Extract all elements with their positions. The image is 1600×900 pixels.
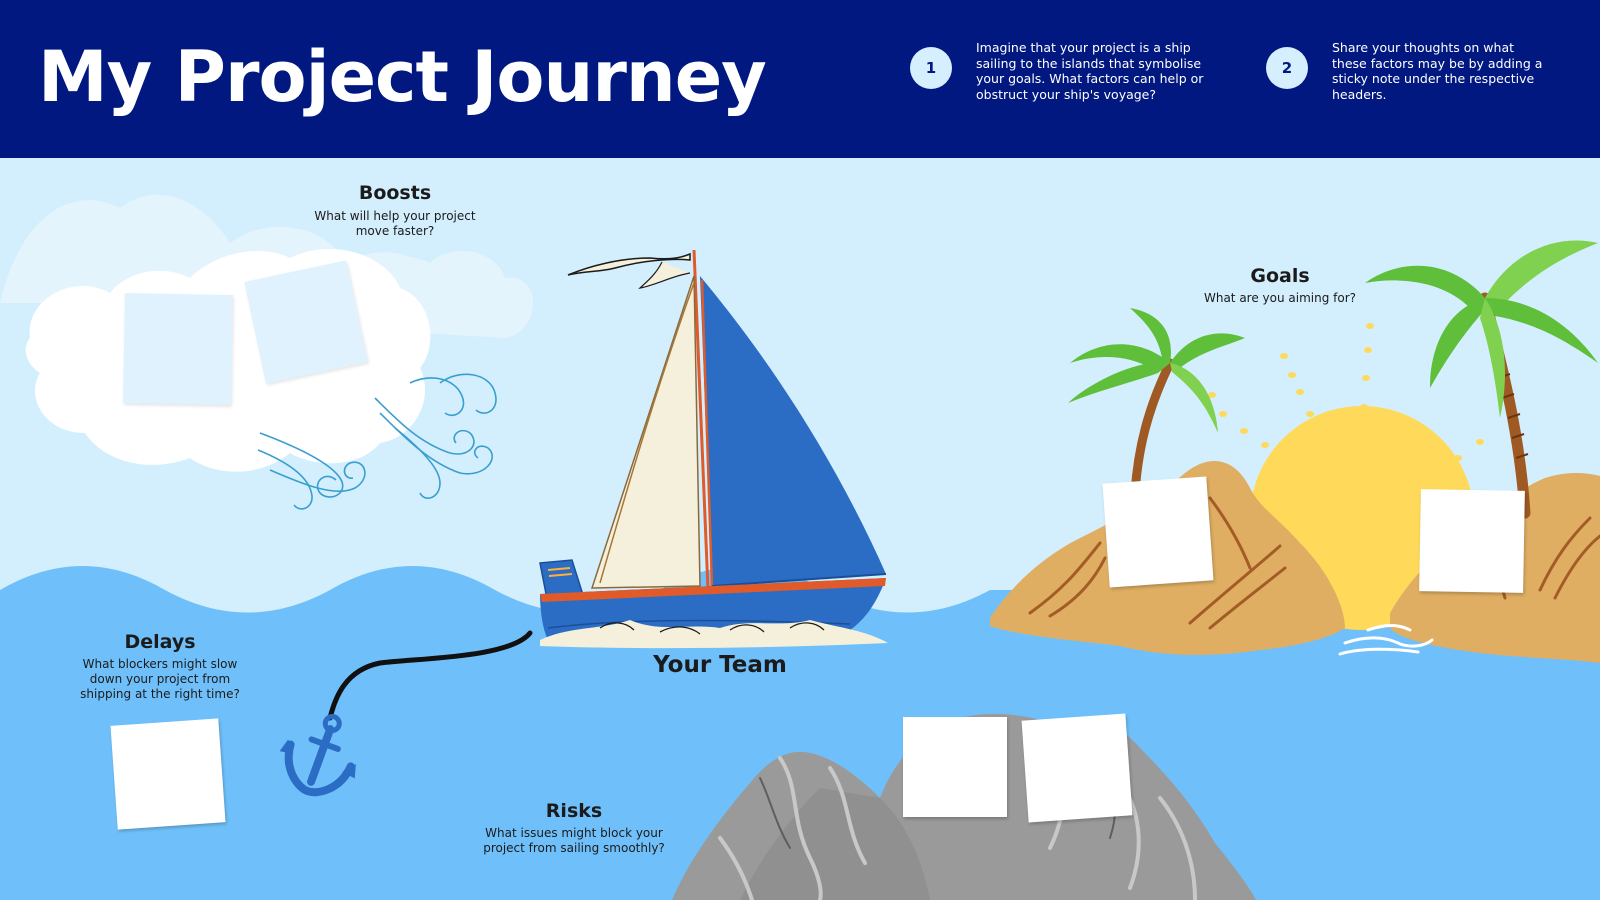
sun-rays [1208,323,1484,461]
step-1-badge: 1 [910,47,952,89]
step-2-text: Share your thoughts on what these factor… [1332,40,1543,102]
anchor-rope [327,630,533,721]
palm-tree-icon [1365,240,1598,519]
sticky-note-risk-2[interactable] [1021,713,1133,823]
step-2-badge: 2 [1266,47,1308,89]
wave-marks [1338,624,1434,656]
delays-subtitle: What blockers might slow down your proje… [80,657,240,701]
risks-subtitle: What issues might block your project fro… [483,826,665,855]
wind-icon [257,373,497,510]
sticky-note-boost-1[interactable] [123,293,233,405]
sailboat-icon [539,249,888,649]
goals-subtitle: What are you aiming for? [1203,291,1357,305]
boosts-subtitle: What will help your project move faster? [314,209,476,238]
sticky-note-risk-1[interactable] [903,717,1007,817]
risks-heading: Risks [545,800,603,822]
header-banner: My Project Journey 1 Imagine that your p… [0,0,1600,158]
sticky-note-goal-1[interactable] [1102,476,1214,588]
your-team-heading: Your Team [653,652,787,678]
sticky-note-boost-2[interactable] [244,260,368,384]
delays-heading: Delays [124,631,196,653]
step-1-text: Imagine that your project is a ship sail… [976,40,1204,102]
goals-heading: Goals [1250,265,1310,287]
scene-illustration [0,158,1600,900]
page-title: My Project Journey [38,36,767,118]
voyage-scene: Boosts What will help your project move … [0,158,1600,900]
anchor-icon [279,714,356,797]
sticky-note-goal-2[interactable] [1419,489,1525,593]
sticky-note-delay-1[interactable] [110,718,226,830]
palm-tree-icon [1068,308,1245,498]
boosts-heading: Boosts [358,182,432,204]
